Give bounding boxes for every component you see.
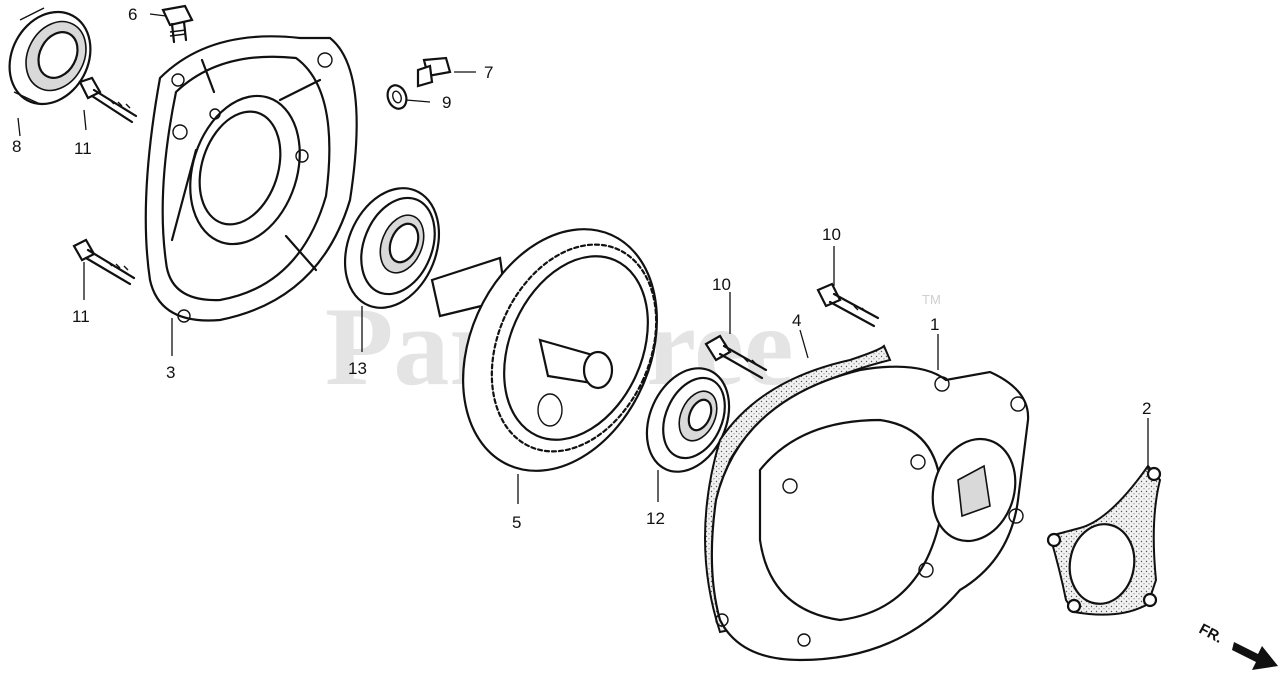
part-9-washer[interactable]: [384, 83, 409, 112]
callout-10-left: 10: [712, 275, 731, 294]
part-5-ring-gear[interactable]: [427, 198, 694, 501]
front-direction-indicator: FR.: [1196, 621, 1278, 670]
callout-9: 9: [442, 93, 451, 112]
callout-11-lower: 11: [72, 307, 90, 326]
callout-5: 5: [512, 513, 521, 532]
arrow-right-icon: [1232, 642, 1278, 670]
part-12-bearing[interactable]: [631, 355, 744, 485]
callout-12: 12: [646, 509, 665, 528]
callout-7: 7: [484, 63, 493, 82]
part-2-gasket[interactable]: [1046, 464, 1162, 616]
part-3-gear-case-cover[interactable]: [144, 35, 358, 323]
callout-13: 13: [348, 359, 367, 378]
part-11-bolt-lower[interactable]: [72, 238, 136, 286]
part-1-gear-case[interactable]: [710, 365, 1030, 662]
part-8-oil-seal[interactable]: [0, 0, 106, 118]
front-label: FR.: [1196, 621, 1225, 647]
callout-4: 4: [792, 311, 801, 330]
callout-6: 6: [128, 5, 137, 24]
part-13-bearing[interactable]: [328, 174, 456, 322]
part-10-bolt-left[interactable]: [704, 334, 768, 380]
part-6-bolt[interactable]: [161, 4, 194, 44]
part-11-bolt-upper[interactable]: [78, 76, 138, 124]
callout-1: 1: [930, 315, 939, 334]
callout-11-upper: 11: [74, 139, 92, 158]
part-7-bolt[interactable]: [416, 56, 452, 88]
callout-3: 3: [166, 363, 175, 382]
part-10-bolt-right[interactable]: [816, 282, 880, 328]
callout-10-right: 10: [822, 225, 841, 244]
watermark-trademark: TM: [922, 292, 941, 307]
callout-8: 8: [12, 137, 21, 156]
callout-2: 2: [1142, 399, 1151, 418]
leader-lines: [17, 13, 1149, 504]
